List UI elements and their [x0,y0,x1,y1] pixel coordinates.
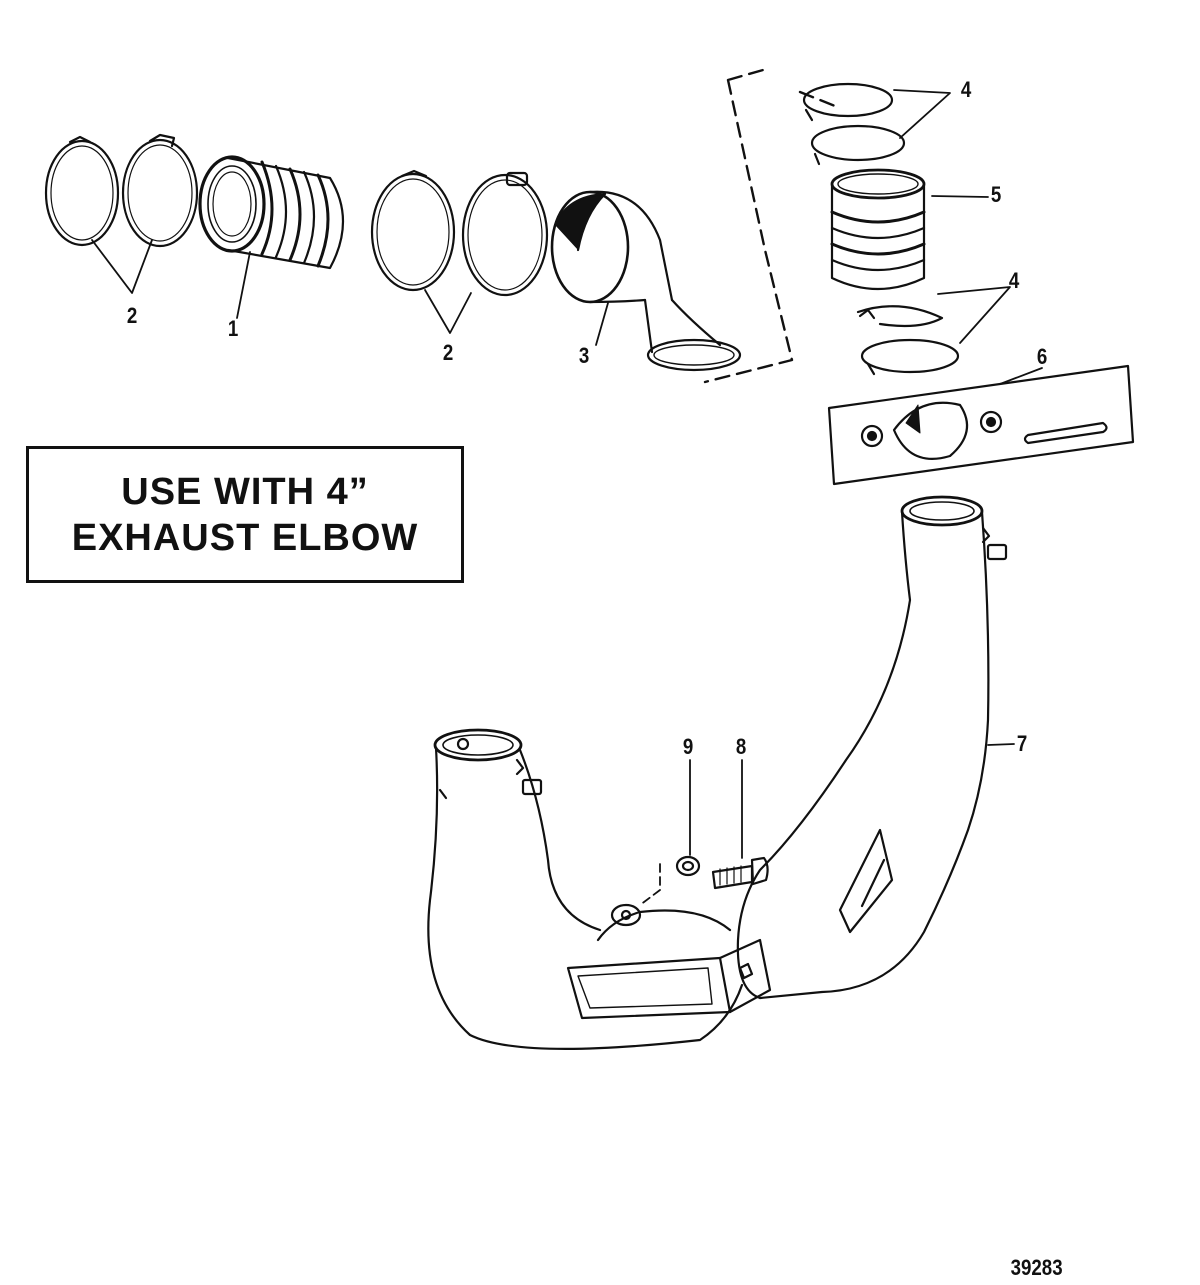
hose-clamp-lower-1 [856,305,944,328]
washer [675,855,701,877]
callout-3: 3 [578,343,590,368]
leader-lines [91,89,1043,906]
callout-4-upper: 4 [960,77,972,102]
hex-bolt [711,856,769,890]
figure-id: 39283 [1010,1255,1063,1280]
hose-clamp-upper-1 [802,82,894,122]
callout-2-left: 2 [126,303,138,328]
callout-4-lower: 4 [1008,268,1020,293]
callout-6: 6 [1036,344,1048,369]
hose-clamp-upper-2 [810,124,906,166]
bellows-hose-vertical [830,168,926,291]
alternate-assembly-bracket [703,66,842,384]
callout-9: 9 [682,734,694,759]
hose-clamp-right-1 [370,169,456,292]
hose-clamp-lower-2 [860,338,960,376]
callout-1: 1 [227,316,239,341]
usage-note-line-2: EXHAUST ELBOW [71,516,419,559]
hose-clamp-right-2 [461,171,549,297]
usage-note-box: USE WITH 4” EXHAUST ELBOW [26,446,464,583]
hose-clamp-left-2 [121,133,199,248]
bellows-hose [198,155,345,270]
callout-7: 7 [1016,731,1028,756]
callout-5: 5 [990,182,1002,207]
usage-note-line-1: USE WITH 4” [121,470,369,513]
exhaust-elbow [550,190,742,372]
hose-clamp-left-1 [44,135,120,247]
mounting-plate [827,364,1135,486]
y-pipe [427,495,1008,1050]
callout-2-right: 2 [442,340,454,365]
callout-8: 8 [735,734,747,759]
